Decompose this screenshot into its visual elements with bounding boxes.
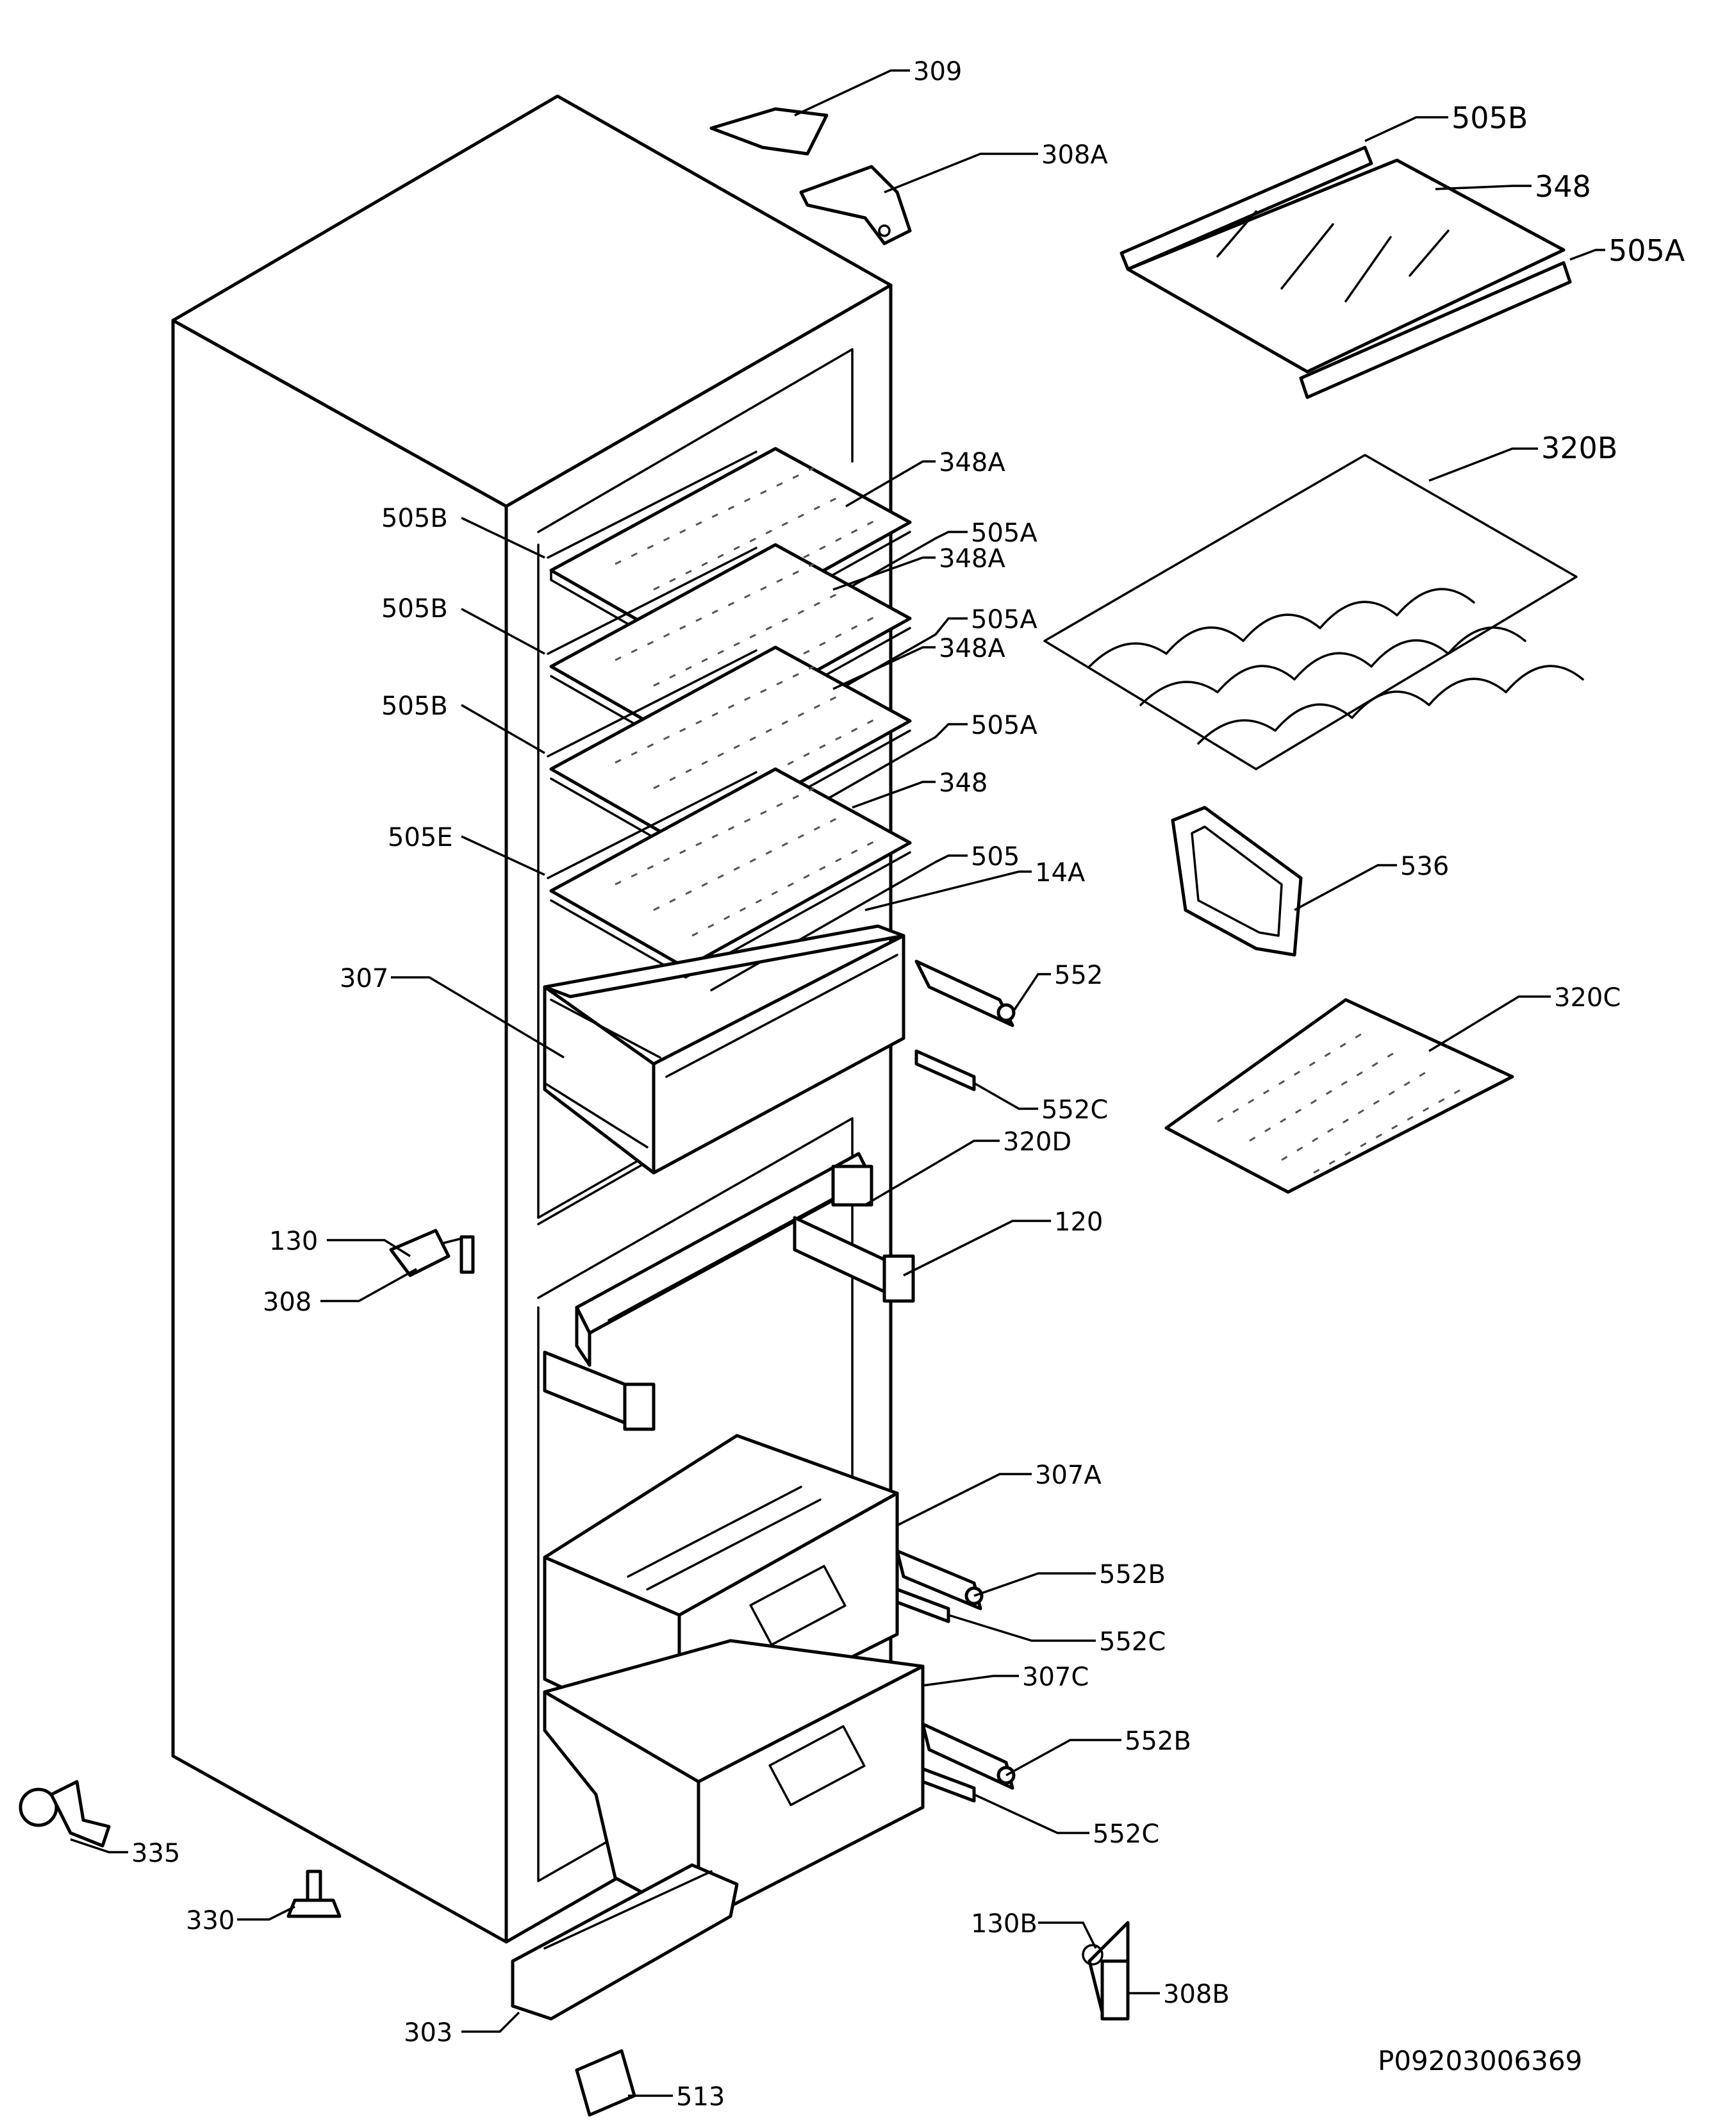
slide-rails-552B [895,1549,1016,1803]
label-505A-3: 505A [971,711,1037,740]
label-308B: 308B [1163,1980,1230,2009]
label-505: 505 [971,842,1020,872]
top-hinge-308A [799,165,912,245]
label-505B-3: 505B [381,692,448,721]
label-120: 120 [1054,1207,1103,1237]
label-552C-3: 552C [1093,1819,1159,1849]
label-505B-top: 505B [1451,101,1528,135]
label-320C: 320C [1554,983,1621,1013]
top-hinge-cover-309 [709,107,829,156]
crisper-drawer-307 [543,924,905,1175]
label-320D: 320D [1003,1127,1071,1157]
label-330: 330 [186,1906,235,1935]
label-505E: 505E [388,823,453,852]
label-513: 513 [676,2082,725,2112]
label-335: 335 [131,1839,180,1868]
label-348: 348 [939,768,988,798]
frame-536 [1171,806,1303,957]
label-552C-2: 552C [1099,1627,1166,1657]
label-308: 308 [263,1288,311,1317]
wine-rack-320B [1043,454,1584,770]
adjustable-foot-330 [286,1869,342,1918]
label-348-top: 348 [1535,169,1591,204]
label-303: 303 [404,2018,452,2048]
rail-assembly-120 [543,1216,915,1431]
foot-335 [19,1780,111,1848]
label-552B-2: 552B [1125,1727,1191,1756]
label-308A: 308A [1041,140,1108,170]
label-552: 552 [1054,961,1103,990]
cover-plate-320C [1164,998,1514,1194]
glass-shelf-348-detached [1120,145,1572,399]
leader-lines [70,69,1605,2097]
label-505B-2: 505B [381,594,448,624]
label-552B-1: 552B [1099,1560,1166,1589]
label-307C: 307C [1022,1662,1089,1692]
rail-assembly-320D [575,1152,873,1367]
label-320B: 320B [1541,431,1617,465]
label-307: 307 [340,964,388,993]
shelf-4 [547,767,937,991]
drawing-code: P09203006369 [1378,2045,1582,2076]
label-536: 536 [1400,852,1449,881]
label-348A-2: 348A [939,544,1005,574]
slide-rail-552 [914,959,1016,1091]
label-307A: 307A [1035,1461,1102,1490]
label-14A: 14A [1035,858,1086,888]
label-505A-1: 505A [971,518,1037,548]
label-309: 309 [913,57,962,87]
label-505B-1: 505B [381,504,448,533]
freezer-drawer-307C [543,1639,925,1925]
label-505A-2: 505A [971,605,1037,634]
bottom-hinge-130B-308B [1082,1921,1130,2021]
label-348A-1: 348A [939,448,1005,477]
label-348A-3: 348A [939,634,1005,663]
part-labels: 309 308A 505B 348 505A 320B 348A 505B 50… [131,57,1685,2112]
bracket-513 [575,2049,636,2117]
plinth-303 [511,1863,739,2021]
label-552C-1: 552C [1041,1095,1108,1125]
label-130: 130 [269,1227,318,1256]
label-505A-top: 505A [1608,233,1685,268]
label-130B: 130B [971,1909,1037,1939]
middle-hinge-130-308 [389,1229,475,1277]
